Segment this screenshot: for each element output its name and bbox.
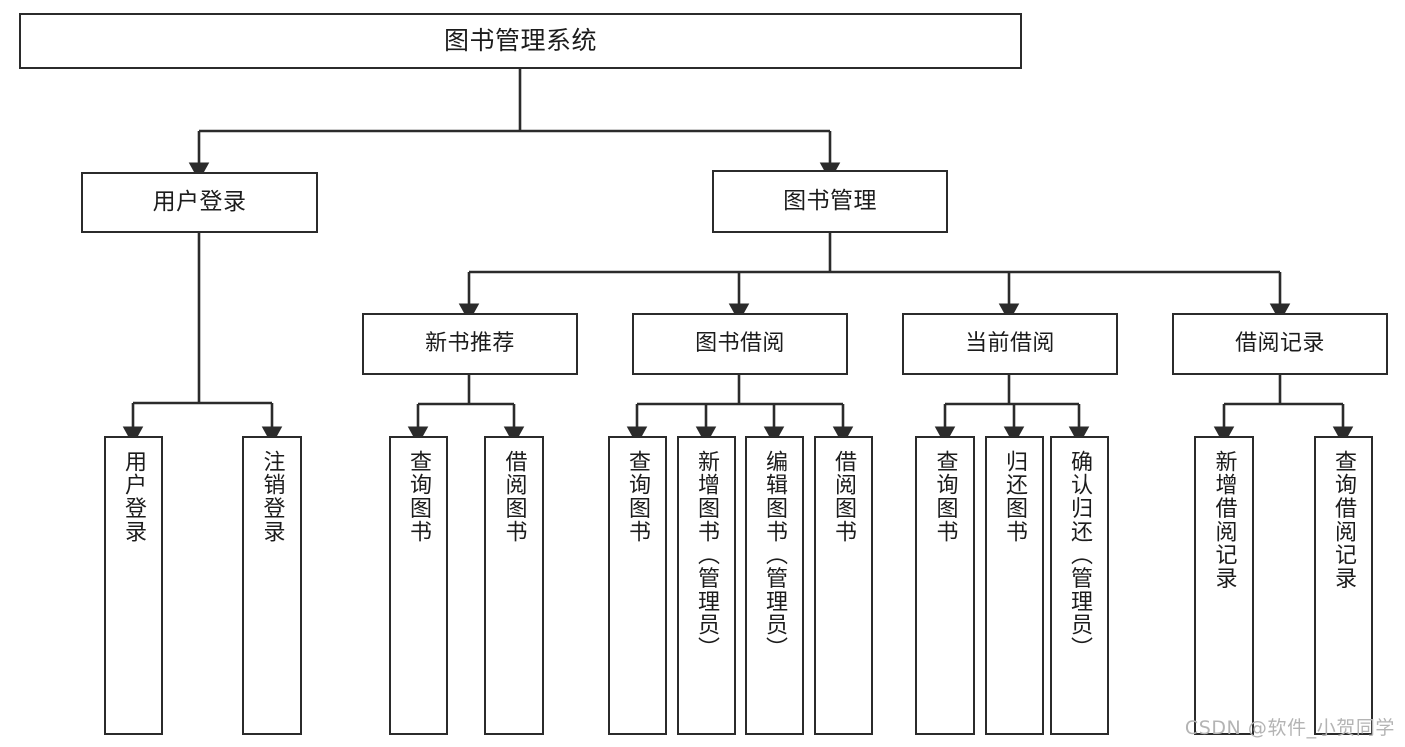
node-leaf-book-borrow-query-books[interactable]: 查询图书 xyxy=(608,436,667,735)
node-leaf-user-login-signout[interactable]: 注销登录 xyxy=(242,436,302,735)
node-leaf-user-login-signin[interactable]: 用户登录 xyxy=(104,436,163,735)
node-leaf-current-borrow-query-books[interactable]: 查询图书 xyxy=(915,436,975,735)
node-book-management[interactable]: 图书管理 xyxy=(712,170,948,233)
node-label: 查询图书 xyxy=(406,450,432,544)
node-label: 查询借阅记录 xyxy=(1331,450,1357,590)
node-label: 借阅记录 xyxy=(1235,331,1325,357)
node-label: 借阅图书 xyxy=(501,450,527,544)
node-leaf-new-book-query-books[interactable]: 查询图书 xyxy=(389,436,448,735)
node-borrowing-record[interactable]: 借阅记录 xyxy=(1172,313,1388,375)
node-label: 新书推荐 xyxy=(425,331,515,357)
node-leaf-current-borrow-confirm-return-admin[interactable]: 确认归还（管理员） xyxy=(1050,436,1109,735)
node-label: 图书管理系统 xyxy=(443,26,597,56)
node-label: 用户登录 xyxy=(121,450,147,544)
node-book-management-system[interactable]: 图书管理系统 xyxy=(19,13,1022,69)
node-leaf-book-borrow-add-book-admin[interactable]: 新增图书（管理员） xyxy=(677,436,736,735)
node-new-book-recommendation[interactable]: 新书推荐 xyxy=(362,313,578,375)
node-book-borrowing[interactable]: 图书借阅 xyxy=(632,313,848,375)
node-label: 新增图书（管理员） xyxy=(694,450,720,660)
node-user-login[interactable]: 用户登录 xyxy=(81,172,318,233)
node-label: 确认归还（管理员） xyxy=(1067,450,1093,660)
node-leaf-new-book-borrow-books[interactable]: 借阅图书 xyxy=(484,436,544,735)
node-label: 当前借阅 xyxy=(965,331,1055,357)
node-leaf-book-borrow-borrow-books[interactable]: 借阅图书 xyxy=(814,436,873,735)
node-leaf-borrow-record-add-record[interactable]: 新增借阅记录 xyxy=(1194,436,1254,735)
node-label: 查询图书 xyxy=(932,450,958,544)
node-label: 图书借阅 xyxy=(695,331,785,357)
node-current-borrowing[interactable]: 当前借阅 xyxy=(902,313,1118,375)
csdn-watermark: CSDN @软件_小贺同学 xyxy=(1184,717,1395,739)
node-label: 借阅图书 xyxy=(831,450,857,544)
node-leaf-borrow-record-query-record[interactable]: 查询借阅记录 xyxy=(1314,436,1373,735)
node-label: 图书管理 xyxy=(783,187,877,214)
node-label: 注销登录 xyxy=(259,450,285,544)
node-leaf-book-borrow-edit-book-admin[interactable]: 编辑图书（管理员） xyxy=(745,436,804,735)
node-label: 查询图书 xyxy=(625,450,651,544)
node-label: 编辑图书（管理员） xyxy=(762,450,788,660)
node-label: 用户登录 xyxy=(152,188,247,215)
node-label: 归还图书 xyxy=(1002,450,1028,544)
node-label: 新增借阅记录 xyxy=(1211,450,1237,590)
node-leaf-current-borrow-return-books[interactable]: 归还图书 xyxy=(985,436,1044,735)
